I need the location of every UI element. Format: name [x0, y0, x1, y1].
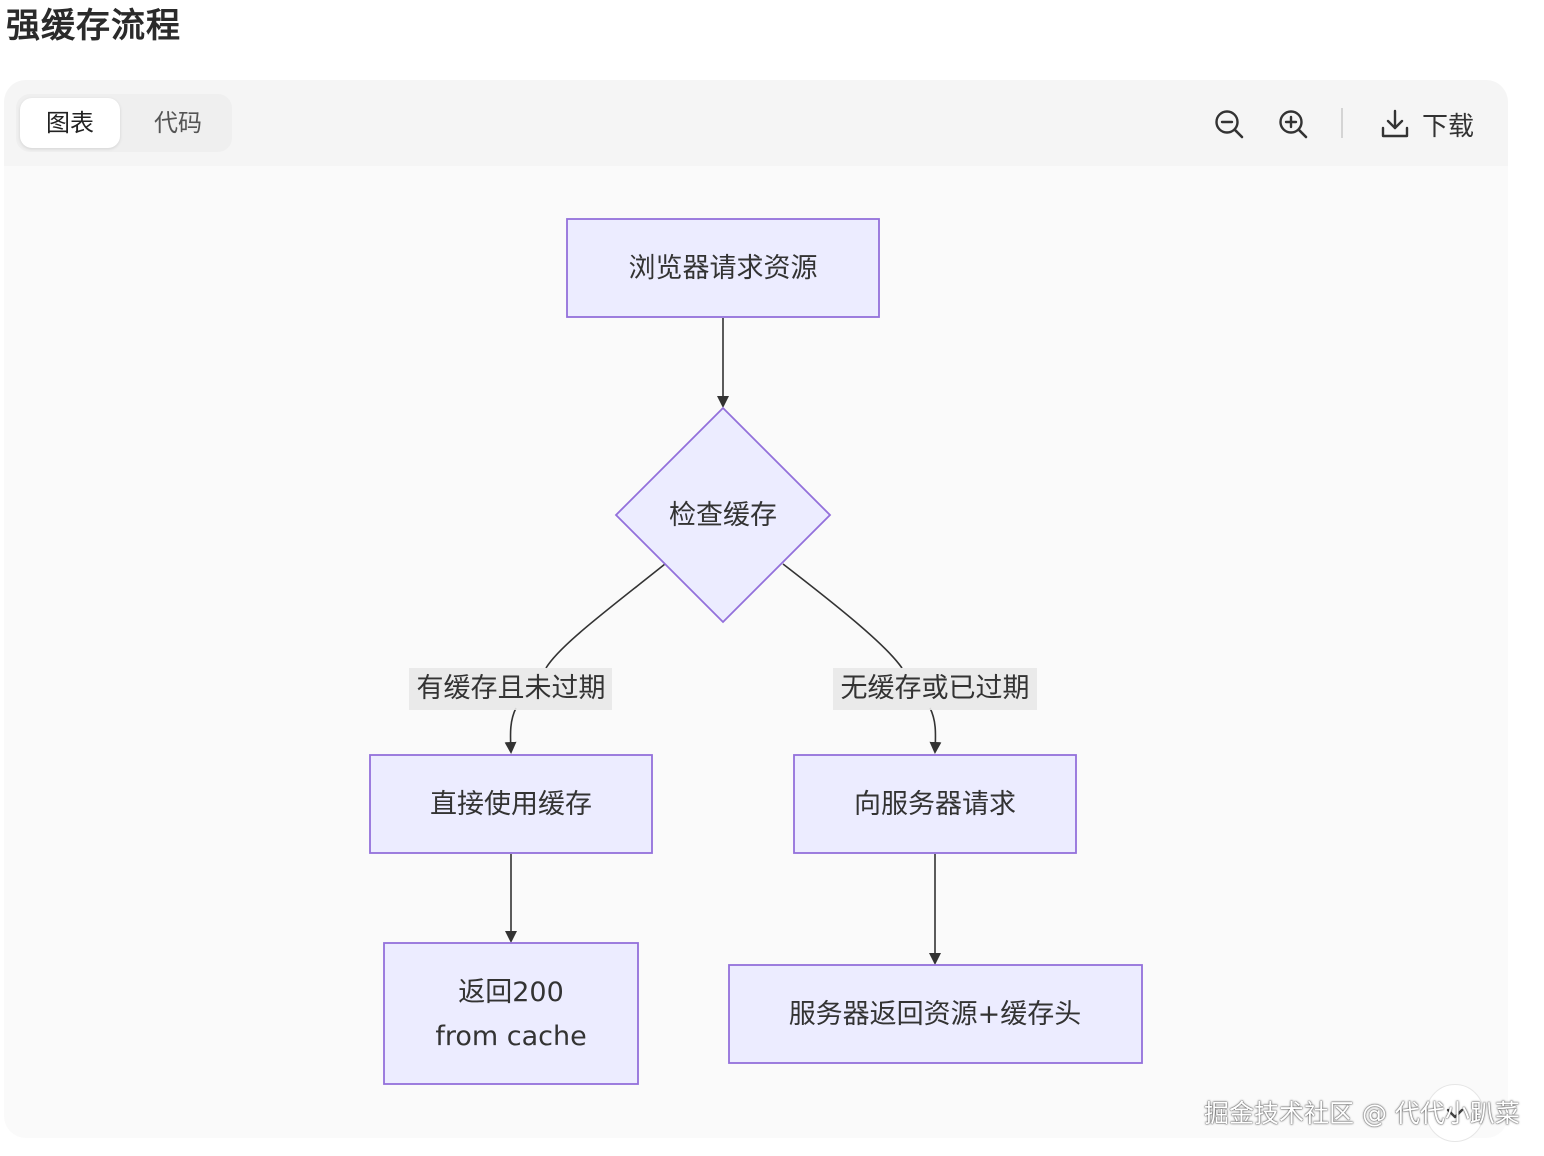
edge-cached-label-to-use-cache — [504, 707, 517, 754]
node-return200: 返回200 from cache — [383, 942, 639, 1085]
edges — [504, 318, 942, 965]
edge-check-to-cached-label — [545, 563, 666, 669]
edge-check-to-uncached-label — [782, 563, 903, 669]
node-server-return-text: 服务器返回资源+缓存头 — [789, 999, 1082, 1030]
chevron-down-icon — [1446, 1108, 1464, 1119]
node-return200-line1: 返回200 — [458, 977, 564, 1008]
view-toggle: 图表 代码 — [16, 94, 232, 152]
node-check-text: 检查缓存 — [669, 500, 777, 531]
edge-label-cached-text: 有缓存且未过期 — [417, 673, 606, 704]
watermark: 掘金技术社区 @ 代代小趴菜 — [1204, 1099, 1520, 1128]
zoom-out-icon — [1215, 110, 1244, 139]
edge-label-uncached: 无缓存或已过期 — [833, 668, 1037, 710]
node-use-cache: 直接使用缓存 — [369, 754, 653, 854]
node-box — [383, 942, 639, 1085]
tab-code[interactable]: 代码 — [154, 109, 202, 137]
edge-label-cached: 有缓存且未过期 — [409, 668, 612, 710]
node-box — [566, 218, 880, 318]
scroll-down-button[interactable] — [1426, 1084, 1484, 1142]
node-box — [728, 964, 1143, 1064]
node-server-return: 服务器返回资源+缓存头 — [728, 964, 1143, 1064]
edge-label-uncached-text: 无缓存或已过期 — [841, 673, 1030, 704]
download-label: 下载 — [1422, 111, 1475, 142]
zoom-in-icon — [1279, 110, 1308, 139]
zoom-out-button[interactable] — [1212, 102, 1246, 146]
download-button[interactable]: 下载 — [1378, 102, 1474, 146]
node-return200-line2: from cache — [435, 1021, 586, 1052]
edge-label-bg — [833, 668, 1037, 710]
tab-diagram[interactable]: 图表 — [20, 98, 120, 148]
edge-label-bg — [409, 668, 612, 710]
node-box — [793, 754, 1077, 854]
node-ask-server-text: 向服务器请求 — [854, 789, 1016, 820]
node-request-text: 浏览器请求资源 — [629, 253, 818, 284]
node-box — [369, 754, 653, 854]
node-check: 检查缓存 — [614, 406, 832, 624]
node-ask-server: 向服务器请求 — [793, 754, 1077, 854]
node-request: 浏览器请求资源 — [566, 218, 880, 318]
download-icon — [1381, 109, 1409, 138]
decision-diamond — [614, 406, 832, 624]
page-title: 强缓存流程 — [6, 6, 181, 46]
toolbar-divider — [1341, 108, 1343, 138]
edge-uncached-label-to-ask-server — [929, 707, 942, 754]
zoom-in-button[interactable] — [1276, 102, 1310, 146]
diagram-toolbar: 图表 代码 下载 — [4, 80, 1508, 166]
node-use-cache-text: 直接使用缓存 — [430, 789, 592, 820]
